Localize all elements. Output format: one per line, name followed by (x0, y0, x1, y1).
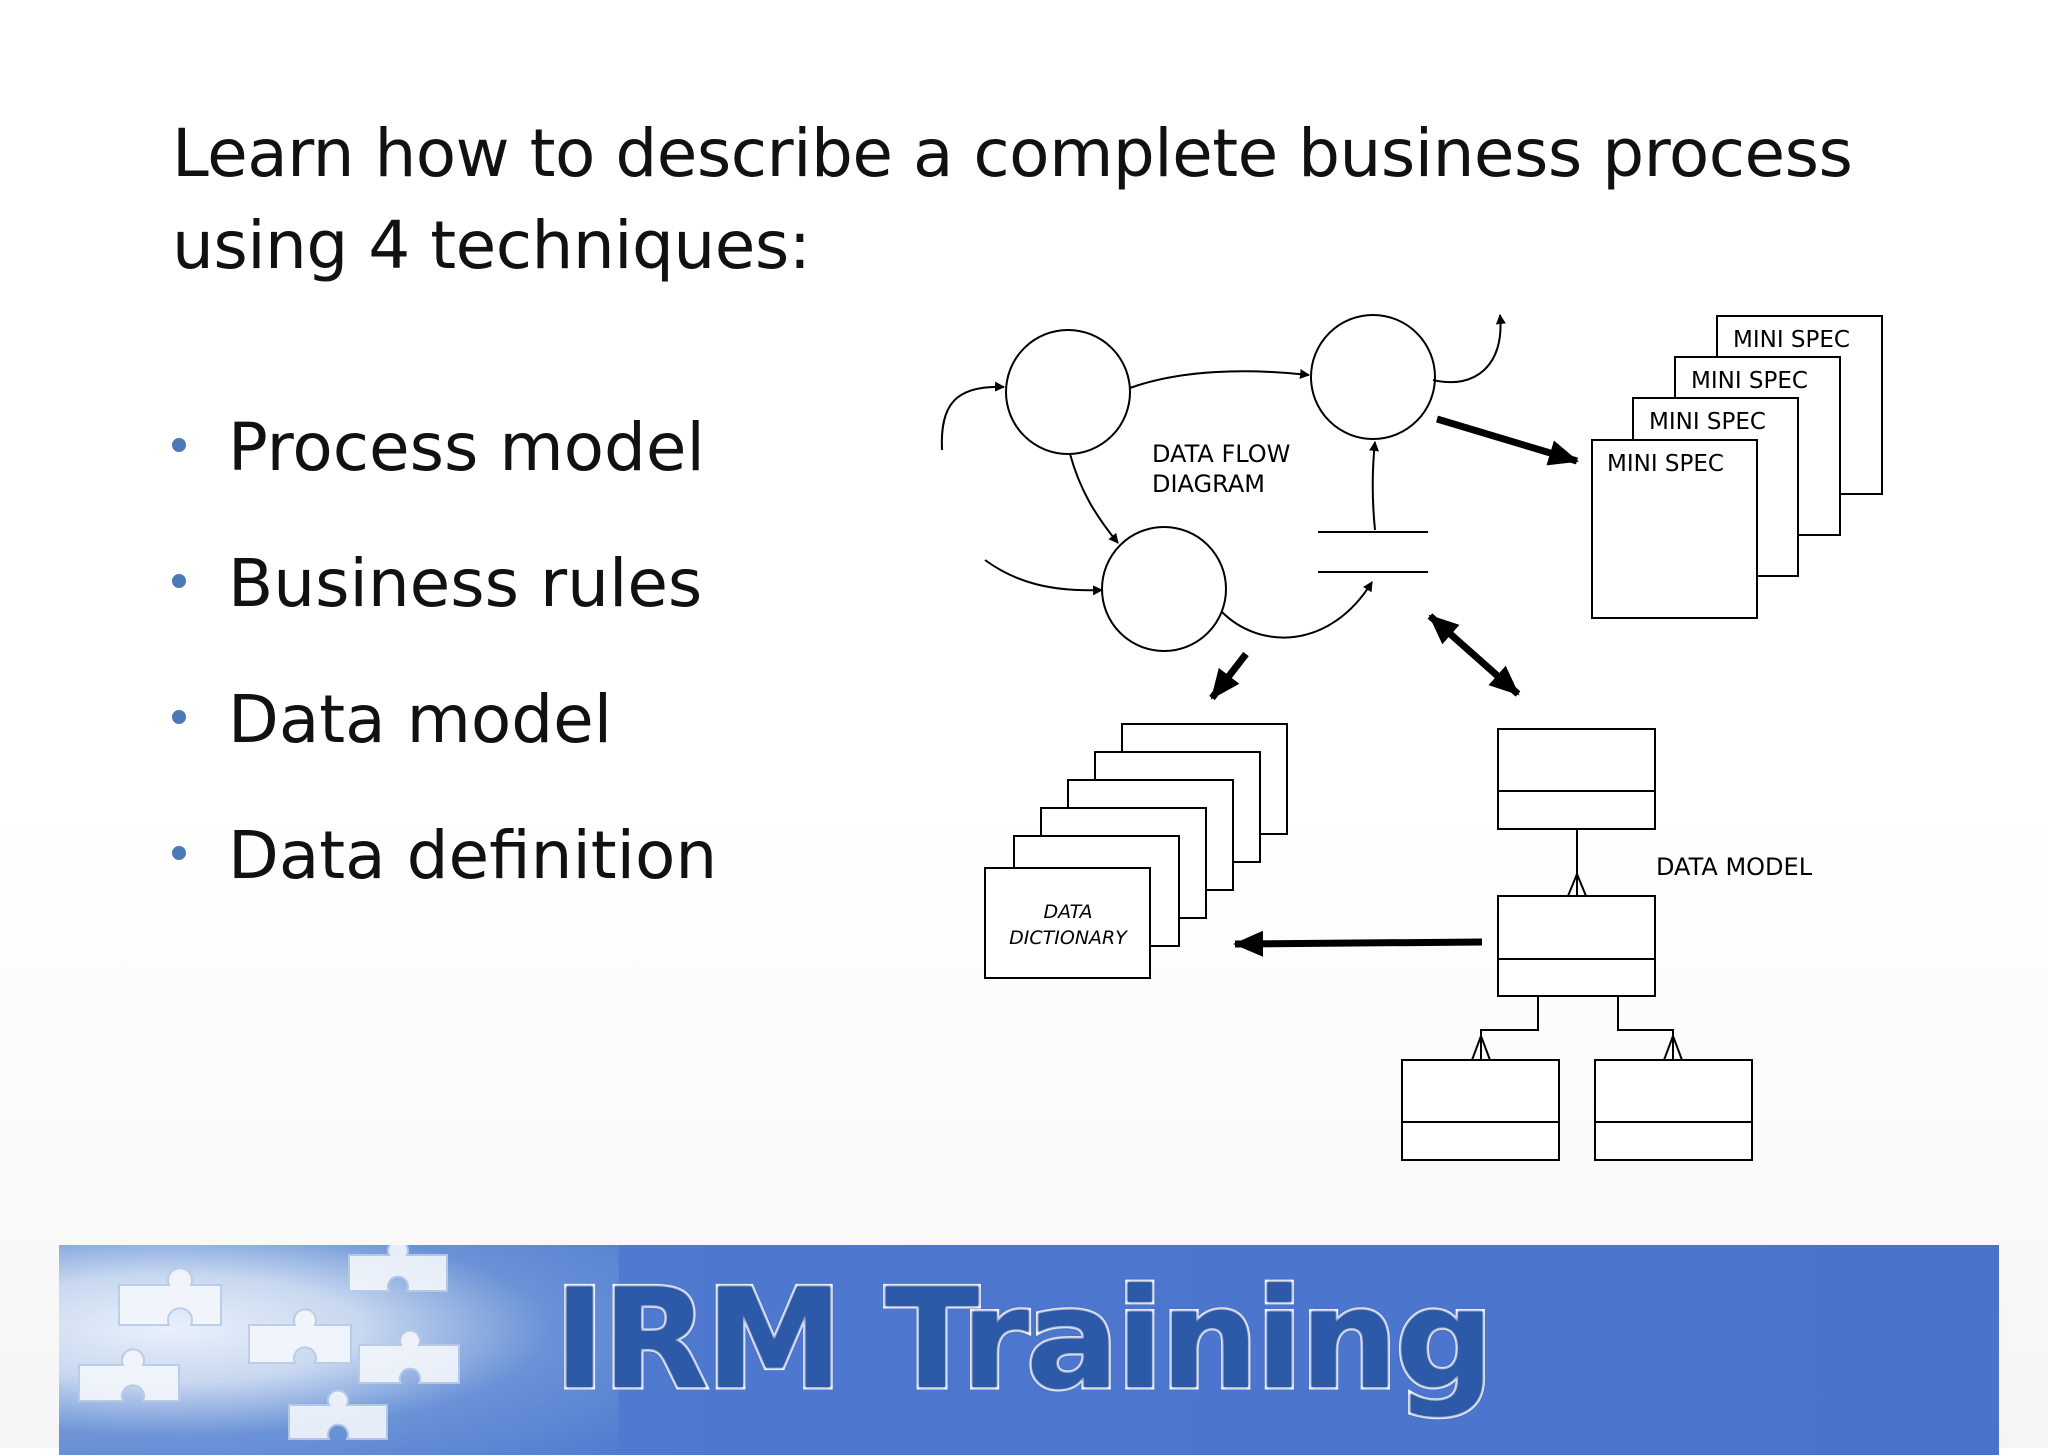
data-dictionary-label-line1: DATA (1043, 901, 1092, 923)
data-flow-diagram (940, 314, 1506, 652)
double-arrow-store-model (1427, 613, 1521, 697)
process-circle (1005, 329, 1131, 455)
bullet-list: Process model Business rules Data model … (172, 408, 717, 952)
data-flow-arrow (1129, 369, 1310, 389)
bullet-text: Data model (228, 681, 613, 758)
data-flow-arrow (1069, 453, 1119, 544)
dictionary-page (984, 867, 1151, 979)
arrow-model-to-dictionary (1233, 930, 1483, 957)
arrow-to-data-dictionary (1209, 651, 1249, 701)
slide-title: Learn how to describe a complete busines… (172, 115, 1853, 284)
bullet-dot-icon (172, 574, 186, 588)
bullet-dot-icon (172, 846, 186, 860)
jigsaw-puzzle-pieces-icon (59, 1245, 619, 1455)
bullet-item: Data model (172, 680, 717, 816)
mini-spec-label: MINI SPEC (1649, 409, 1766, 435)
irm-training-banner: IRM Training (59, 1245, 1999, 1455)
dfd-label-line2: DIAGRAM (1152, 470, 1265, 498)
data-flow-arrow (984, 559, 1103, 596)
entity-box (1401, 1059, 1560, 1161)
bullet-item: Business rules (172, 544, 717, 680)
bullet-dot-icon (172, 438, 186, 452)
bullet-text: Process model (228, 409, 705, 486)
data-flow-arrow (1432, 314, 1506, 384)
entity-box (1594, 1059, 1753, 1161)
mini-spec-label: MINI SPEC (1733, 327, 1850, 353)
data-model-label: DATA MODEL (1656, 853, 1813, 881)
bullet-item: Process model (172, 408, 717, 544)
data-flow-arrow (1221, 581, 1373, 639)
data-flow-arrow (940, 381, 1005, 451)
process-circle (1101, 526, 1227, 652)
mini-spec-label: MINI SPEC (1691, 368, 1808, 394)
bullet-text: Data definition (228, 817, 718, 894)
process-circle (1310, 314, 1436, 440)
bullet-item: Data definition (172, 816, 717, 952)
mini-spec-page (1591, 439, 1758, 619)
mini-spec-label: MINI SPEC (1607, 451, 1724, 477)
data-flow-arrow (1369, 441, 1380, 531)
bullet-dot-icon (172, 710, 186, 724)
irm-training-logo-text: IRM Training (551, 1259, 1496, 1420)
process-diagram: DATA FLOW DIAGRAM MINI SPEC MINI SPEC MI… (940, 314, 1883, 1161)
bullet-text: Business rules (228, 545, 703, 622)
data-dictionary-stack (984, 723, 1288, 979)
data-dictionary-label-line2: DICTIONARY (1009, 927, 1128, 949)
dfd-label-line1: DATA FLOW (1152, 440, 1290, 468)
arrow-to-mini-spec (1435, 415, 1579, 466)
entity-box (1497, 895, 1656, 997)
data-model (1401, 728, 1753, 1161)
entity-box (1497, 728, 1656, 830)
mini-spec-stack (1591, 315, 1883, 619)
